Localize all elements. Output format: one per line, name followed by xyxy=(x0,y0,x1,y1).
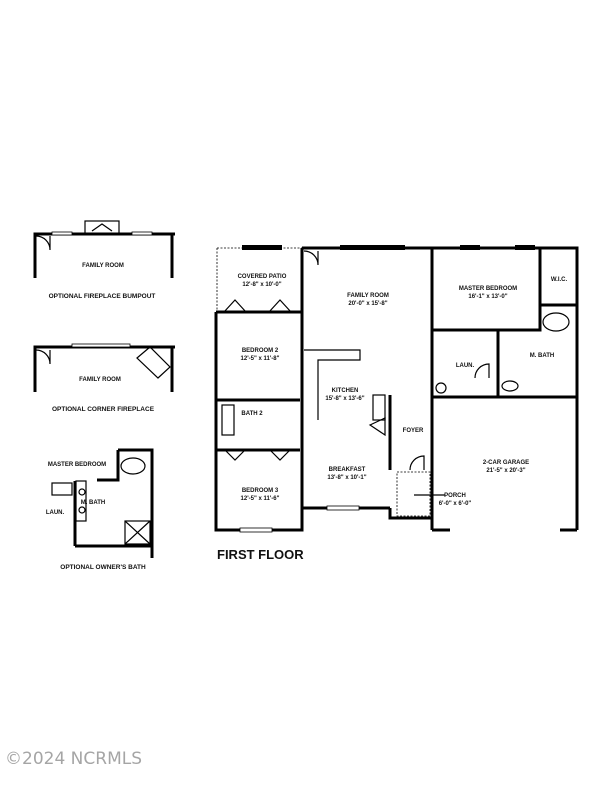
room-size: 12'-5" x 11'-6" xyxy=(241,496,280,502)
plan-title: FIRST FLOOR xyxy=(217,547,304,562)
window-icon xyxy=(460,245,480,250)
room-name: COVERED PATIO xyxy=(238,274,287,280)
room-size: 21'-5" x 20'-3" xyxy=(486,468,525,474)
room-size: 12'-5" x 11'-8" xyxy=(241,356,280,362)
room-size: 12'-8" x 10'-0" xyxy=(242,282,281,288)
room-size: 16'-1" x 13'-0" xyxy=(468,294,507,300)
room-name: FOYER xyxy=(403,428,424,434)
tub-icon xyxy=(120,457,146,475)
window-icon xyxy=(131,231,153,236)
option-room-label: FAMILY ROOM xyxy=(82,263,124,269)
window-icon xyxy=(515,245,535,250)
tub-icon xyxy=(542,312,570,332)
window-icon xyxy=(239,527,273,533)
window-icon xyxy=(340,245,405,250)
room-name: W.I.C. xyxy=(551,277,568,283)
window-icon xyxy=(242,245,282,250)
window-icon xyxy=(71,343,131,348)
option-caption: OPTIONAL OWNER'S BATH xyxy=(60,564,146,571)
option-fireplace-bumpout: FAMILY ROOM OPTIONAL FIREPLACE BUMPOUT xyxy=(33,220,175,300)
room-name: KITCHEN xyxy=(332,388,359,394)
option-label: LAUN. xyxy=(46,510,65,516)
option-caption: OPTIONAL CORNER FIREPLACE xyxy=(52,406,155,413)
main-plan: COVERED PATIO 12'-8" x 10'-0" FAMILY ROO… xyxy=(214,245,579,562)
option-owners-bath: MASTER BEDROOM M. BATH LAUN. OPTIONAL OW… xyxy=(46,448,154,571)
room-name: BATH 2 xyxy=(241,411,263,417)
option-label: M. BATH xyxy=(81,500,106,506)
room-size: 13'-8" x 10'-1" xyxy=(327,475,366,481)
room-name: MASTER BEDROOM xyxy=(459,286,517,292)
room-size: 20'-0" x 15'-8" xyxy=(348,301,387,307)
room-name: LAUN. xyxy=(456,363,475,369)
fireplace-icon xyxy=(84,220,120,235)
toilet-icon xyxy=(501,380,519,392)
room-name: M. BATH xyxy=(530,353,555,359)
room-size: 6'-0" x 6'-0" xyxy=(439,501,472,507)
window-icon xyxy=(51,231,73,236)
corner-fireplace-icon xyxy=(136,346,171,379)
room-name: BREAKFAST xyxy=(329,467,366,473)
option-room-label: FAMILY ROOM xyxy=(79,377,121,383)
room-name: BEDROOM 3 xyxy=(242,488,279,494)
option-corner-fireplace: FAMILY ROOM OPTIONAL CORNER FIREPLACE xyxy=(33,343,175,413)
option-label: MASTER BEDROOM xyxy=(48,462,106,468)
tub-icon xyxy=(221,404,235,436)
room-name: 2-CAR GARAGE xyxy=(483,460,529,466)
window-icon xyxy=(326,505,360,511)
room-name: FAMILY ROOM xyxy=(347,293,389,299)
watermark: ©2024 NCRMLS xyxy=(5,749,142,769)
room-size: 15'-8" x 13'-6" xyxy=(325,396,364,402)
option-caption: OPTIONAL FIREPLACE BUMPOUT xyxy=(49,293,156,300)
room-name: BEDROOM 2 xyxy=(242,348,279,354)
water-heater-icon xyxy=(435,382,447,394)
room-name: PORCH xyxy=(444,493,466,499)
